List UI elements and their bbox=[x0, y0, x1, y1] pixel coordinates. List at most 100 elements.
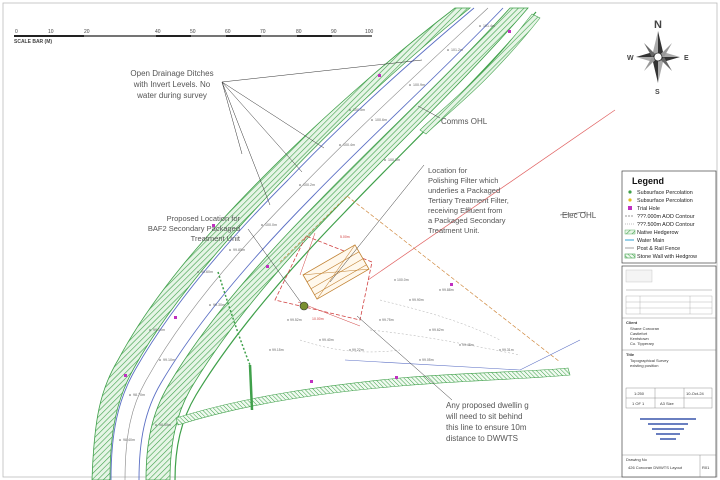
scale-tick-label: 50 bbox=[190, 29, 196, 35]
legend-item-trial-hole: Trial Hole bbox=[628, 206, 660, 212]
svg-text:99.30m: 99.30m bbox=[213, 303, 225, 307]
svg-text:100.4m: 100.4m bbox=[343, 143, 355, 147]
svg-text:100.1m: 100.1m bbox=[388, 158, 400, 162]
annotation-ditches: Open Drainage Ditches with Invert Levels… bbox=[130, 69, 213, 100]
svg-text:99.85m: 99.85m bbox=[233, 248, 245, 252]
legend-item-stone-wall: Stone Wall with Hedgrow bbox=[624, 253, 697, 260]
svg-text:99.62m: 99.62m bbox=[432, 328, 444, 332]
svg-text:10.00m: 10.00m bbox=[312, 317, 324, 321]
trial-hole-marker bbox=[508, 30, 511, 33]
legend-item-contour-500: ???.500m AOD Contour bbox=[625, 222, 695, 228]
client-line: Shane Corcoran bbox=[630, 326, 659, 331]
legend-item-fence: Post & Rail Fence bbox=[625, 246, 680, 252]
svg-text:99.05m: 99.05m bbox=[422, 358, 434, 362]
svg-text:99.22m: 99.22m bbox=[352, 348, 364, 352]
svg-text:100.0m: 100.0m bbox=[265, 223, 277, 227]
level-point: 99.31m bbox=[499, 348, 514, 352]
svg-text:99.90m: 99.90m bbox=[412, 298, 424, 302]
client-line: Kentstown bbox=[630, 336, 649, 341]
trial-hole-marker bbox=[212, 224, 215, 227]
svg-text:101.4m: 101.4m bbox=[483, 24, 495, 28]
level-point: 99.40m bbox=[319, 338, 334, 342]
north-arrow-compass: N S W E bbox=[627, 19, 689, 96]
trial-hole-marker bbox=[395, 376, 398, 379]
compass-e-label: E bbox=[684, 55, 689, 62]
annotation-line: Proposed Location for bbox=[167, 214, 241, 223]
annotation-polishing: Location for Polishing Filter which unde… bbox=[428, 166, 509, 235]
svg-text:99.31m: 99.31m bbox=[502, 348, 514, 352]
drawing-no-value: 426 Corcoran DWWTS Layout bbox=[628, 465, 683, 470]
scale-value: 1:250 bbox=[634, 391, 645, 396]
site-boundary bbox=[274, 235, 373, 321]
leader-lines bbox=[221, 59, 587, 401]
setback-line bbox=[346, 195, 561, 363]
level-point: 99.85m bbox=[229, 248, 245, 252]
trial-hole-marker bbox=[174, 316, 177, 319]
svg-text:Native Hedgerow: Native Hedgerow bbox=[637, 230, 678, 236]
svg-text:???.500m AOD Contour: ???.500m AOD Contour bbox=[637, 222, 695, 228]
scale-tick-label: 90 bbox=[331, 29, 337, 35]
annotation-line: this line to ensure 10m bbox=[446, 423, 527, 432]
trial-hole-markers bbox=[124, 30, 511, 383]
svg-text:99.48m: 99.48m bbox=[462, 343, 474, 347]
svg-text:Subsurface Percolation: Subsurface Percolation bbox=[637, 198, 693, 204]
annotation-line: Treatment Unit bbox=[191, 234, 241, 243]
scale-tick-label: 60 bbox=[225, 29, 231, 35]
level-point: 100.2m bbox=[299, 183, 315, 187]
scale-tick-label: 80 bbox=[296, 29, 302, 35]
level-point: 98.40m bbox=[119, 438, 135, 442]
level-point: 98.55m bbox=[155, 423, 171, 427]
svg-text:99.75m: 99.75m bbox=[382, 318, 394, 322]
svg-text:100.5m: 100.5m bbox=[353, 108, 365, 112]
level-point: 100.5m bbox=[349, 108, 365, 112]
annotation-line: Any proposed dwellin g bbox=[446, 401, 529, 410]
svg-text:99.40m: 99.40m bbox=[322, 338, 334, 342]
svg-text:99.00m: 99.00m bbox=[153, 328, 165, 332]
svg-text:???.000m AOD Contour: ???.000m AOD Contour bbox=[637, 214, 695, 220]
level-point: 99.52m bbox=[287, 318, 302, 322]
rev-value: R01 bbox=[702, 465, 710, 470]
annotation-elec: Elec OHL bbox=[562, 211, 597, 220]
title-line: existing position bbox=[630, 363, 658, 368]
legend-item-subsurface-yellow: Subsurface Percolation bbox=[628, 198, 693, 204]
annotation-line: will need to sit behind bbox=[445, 412, 523, 421]
annotation-line: Tertiary Treatment Filter, bbox=[428, 196, 509, 205]
annotation-line: Location for bbox=[428, 166, 468, 175]
annotation-line: Polishing Filter which bbox=[428, 176, 498, 185]
field-level-points: 99.52m 99.40m 99.75m 99.90m 99.62m 99.48… bbox=[269, 278, 514, 362]
level-point: 99.15m bbox=[269, 348, 284, 352]
svg-text:100.0m: 100.0m bbox=[397, 278, 409, 282]
svg-text:99.10m: 99.10m bbox=[163, 358, 175, 362]
level-point: 100.6m bbox=[371, 118, 387, 122]
level-point: 100.1m bbox=[384, 158, 400, 162]
level-point: 100.0m bbox=[261, 223, 277, 227]
scale-tick-label: 100 bbox=[365, 29, 374, 35]
level-point: 99.90m bbox=[409, 298, 424, 302]
level-point: 100.9m bbox=[409, 83, 425, 87]
scale-tick-label: 70 bbox=[260, 29, 266, 35]
scale-tick-label: 20 bbox=[84, 29, 90, 35]
compass-n-label: N bbox=[654, 19, 662, 31]
polishing-filter-area bbox=[302, 244, 370, 300]
trial-hole-marker bbox=[266, 265, 269, 268]
annotation-line: distance to DWWTS bbox=[446, 434, 518, 443]
legend-title: Legend bbox=[632, 176, 664, 186]
company-logo bbox=[640, 418, 696, 440]
svg-text:5.00m: 5.00m bbox=[340, 235, 350, 239]
svg-text:Subsurface Percolation: Subsurface Percolation bbox=[637, 190, 693, 196]
annotation-line: Open Drainage Ditches bbox=[130, 69, 213, 78]
svg-text:Post & Rail Fence: Post & Rail Fence bbox=[637, 246, 680, 252]
level-point: 101.2m bbox=[447, 48, 463, 52]
level-point: 99.60m bbox=[197, 270, 213, 274]
svg-text:Trial Hole: Trial Hole bbox=[637, 206, 660, 212]
level-point: 99.75m bbox=[379, 318, 394, 322]
annotation-line: a Packaged Secondary bbox=[428, 216, 506, 225]
level-point: 100.4m bbox=[339, 143, 355, 147]
annotation-comms: Comms OHL bbox=[441, 117, 488, 126]
title-line: Topographical Survey bbox=[630, 358, 668, 363]
client-line: Castlefort bbox=[630, 331, 648, 336]
svg-text:Stone Wall with Hedgrow: Stone Wall with Hedgrow bbox=[637, 254, 697, 260]
compass-s-label: S bbox=[655, 89, 660, 96]
svg-text:Water Main: Water Main bbox=[637, 238, 664, 244]
